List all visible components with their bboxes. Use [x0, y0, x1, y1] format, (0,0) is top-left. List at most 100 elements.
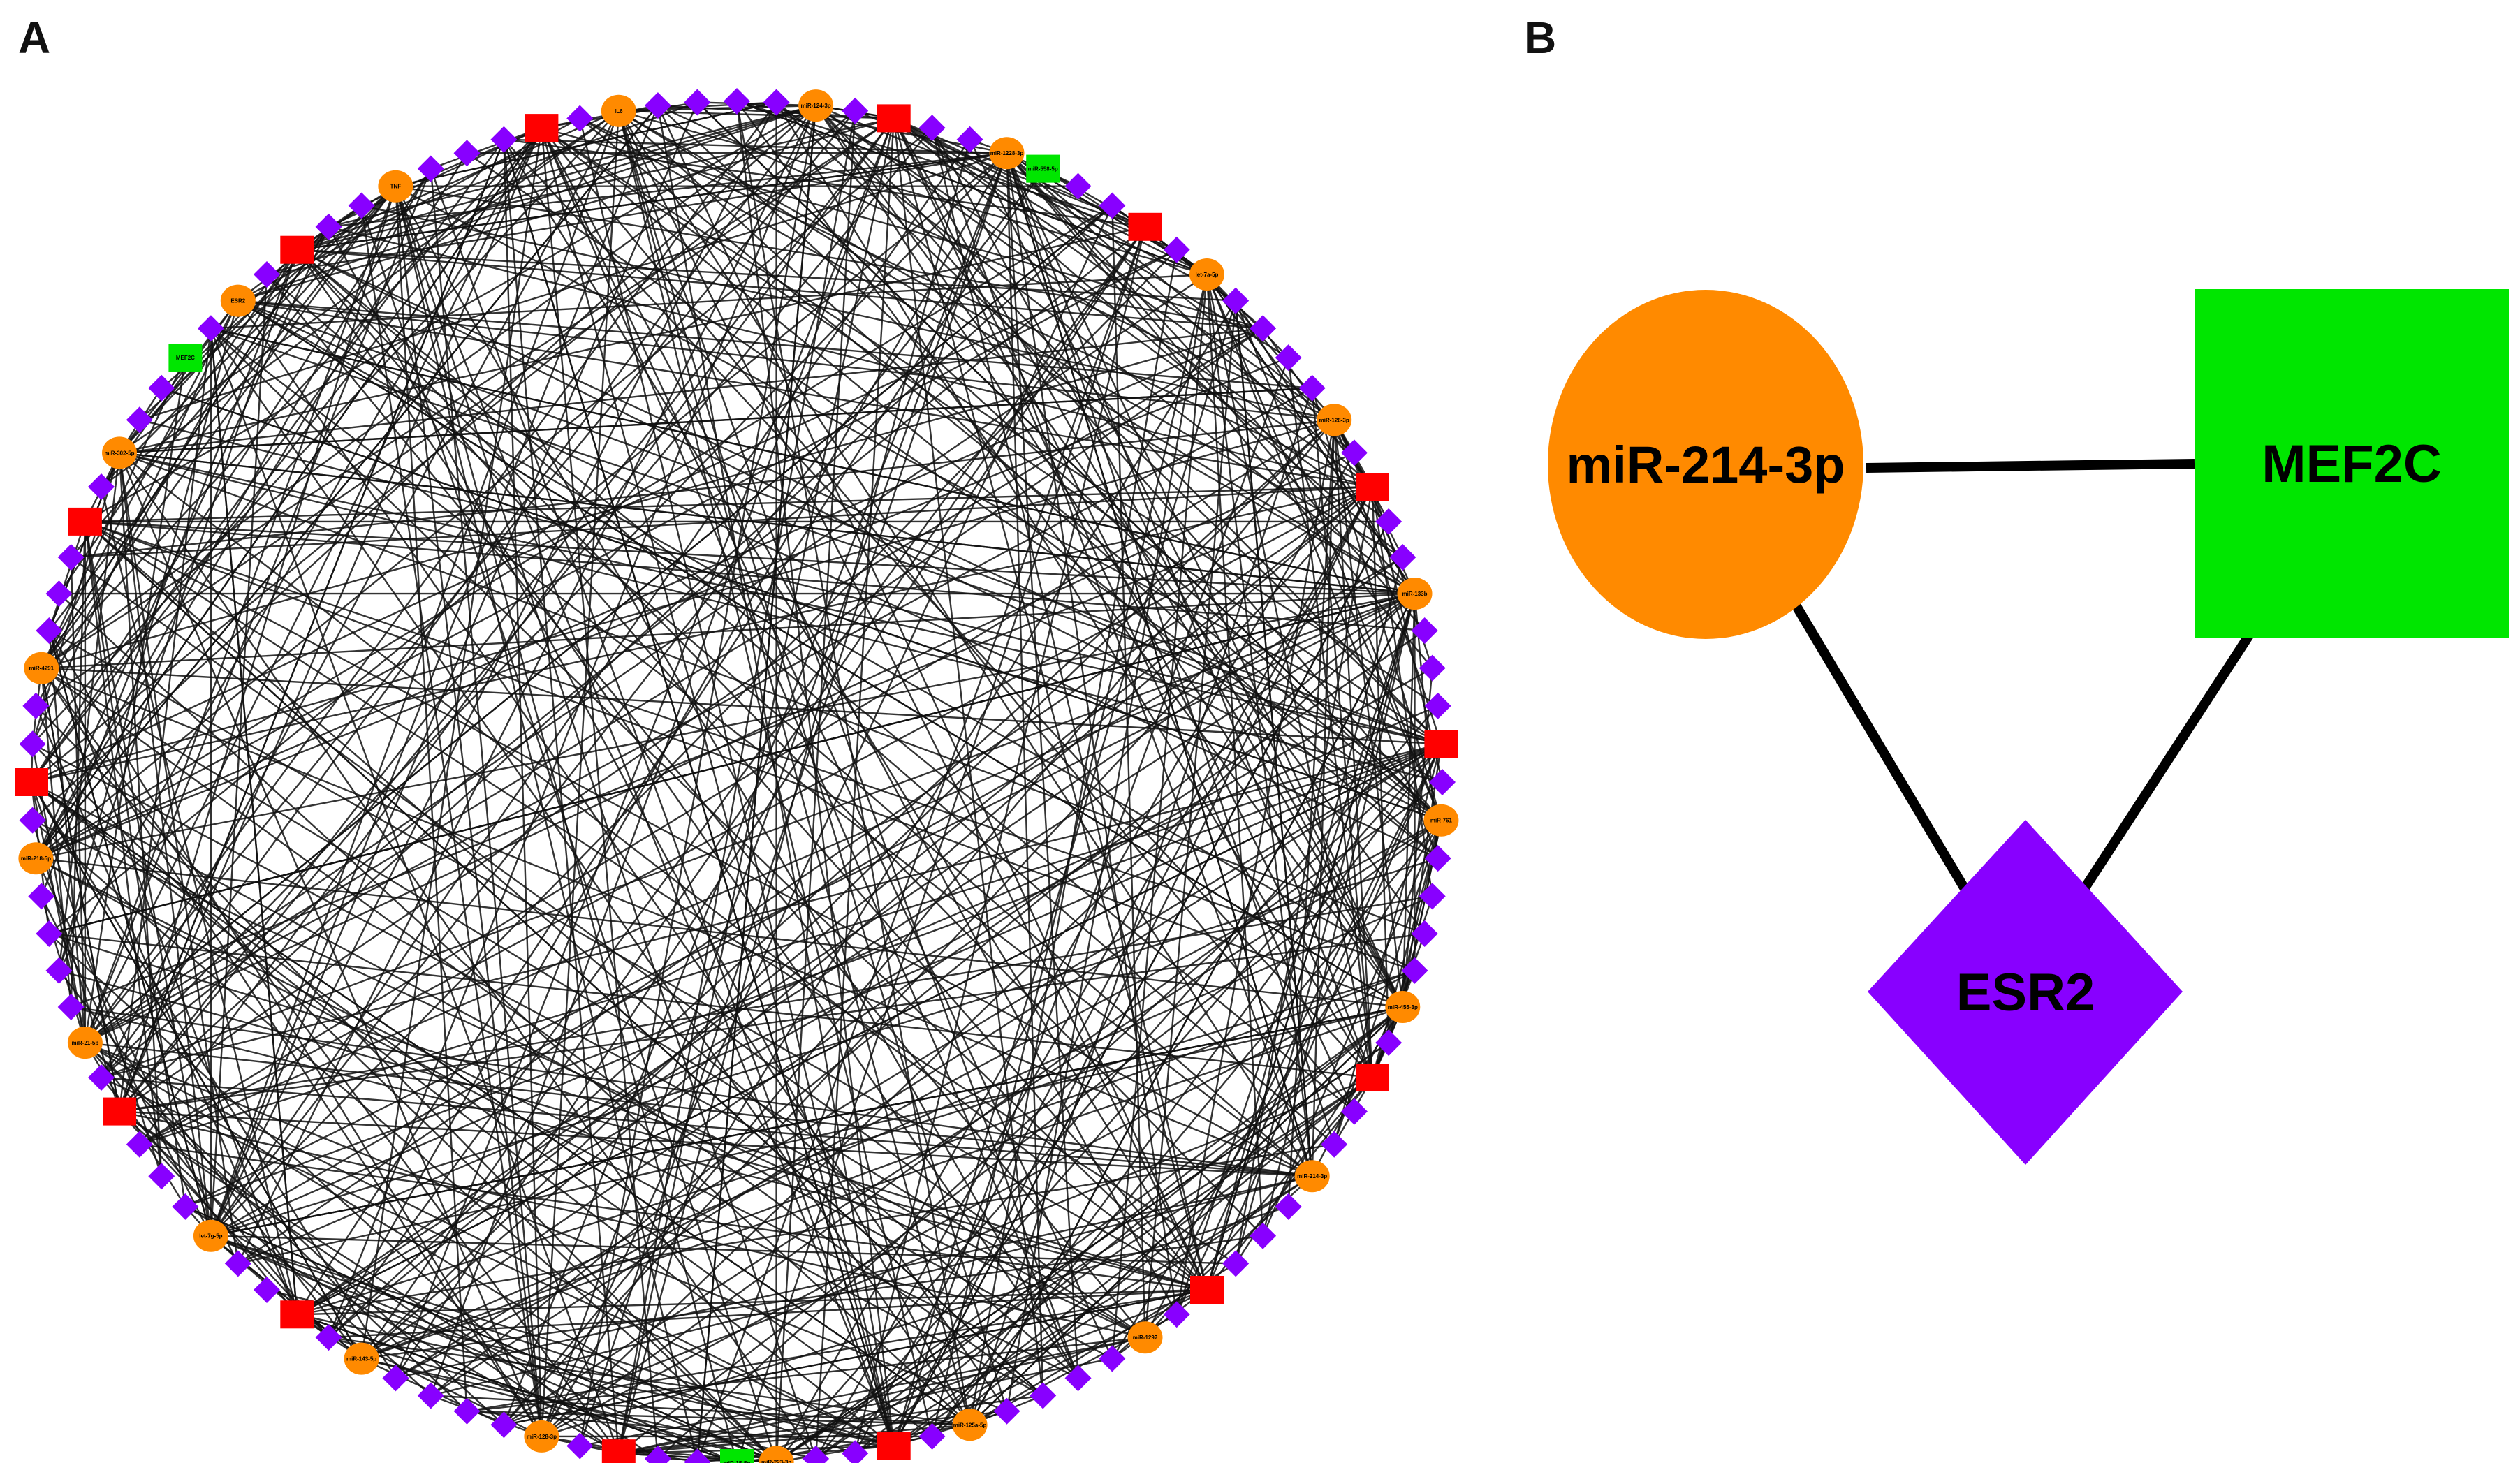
- network-edge: [1235, 1006, 1404, 1265]
- network-edge: [41, 667, 1313, 1177]
- network-edge: [210, 1235, 777, 1463]
- network-edge: [296, 593, 1416, 1316]
- tf-node: [1298, 374, 1326, 402]
- network-edge: [118, 453, 163, 1177]
- network-edge: [237, 743, 1442, 1265]
- network-edge: [617, 110, 1008, 1412]
- upregulated-gene-node: [103, 1097, 136, 1126]
- downregulated-gene-node: [168, 344, 203, 372]
- network-edge: [361, 969, 1415, 1360]
- network-edge: [1333, 420, 1404, 1008]
- tf-node: [1250, 315, 1277, 342]
- tf-node: [88, 1064, 115, 1091]
- network-edge: [31, 819, 777, 1463]
- network-edge: [541, 205, 1113, 1437]
- tf-node: [1340, 1098, 1368, 1125]
- upregulated-gene-node: [1190, 1276, 1224, 1304]
- tf-node: [763, 89, 790, 116]
- network-edge: [119, 452, 1442, 745]
- network-edge: [541, 127, 1442, 745]
- mirna-node: [759, 1446, 794, 1463]
- network-edge: [657, 105, 1208, 1291]
- network-edge: [1006, 153, 1079, 1379]
- network-edge: [579, 117, 1416, 595]
- tf-node: [315, 1324, 342, 1351]
- mirna-node: [1397, 578, 1433, 610]
- network-edge: [70, 557, 1146, 1339]
- tf-node: [197, 315, 224, 342]
- network-edge: [85, 274, 1208, 1044]
- network-edge: [30, 781, 362, 1360]
- mirna-node: [524, 1420, 559, 1453]
- network-edge: [210, 274, 268, 1236]
- upregulated-gene-node: [525, 114, 559, 142]
- network-edge: [237, 300, 1416, 971]
- network-edge: [503, 139, 895, 1446]
- tf-node: [417, 1382, 444, 1409]
- tf-node: [918, 1422, 946, 1450]
- network-edge: [119, 452, 1208, 1291]
- tf-node: [490, 126, 518, 153]
- network-edge: [237, 105, 817, 1264]
- network-edge: [210, 1235, 1236, 1265]
- network-edge: [503, 138, 1373, 1078]
- network-edge: [296, 110, 620, 251]
- network-node-label: miR-223-3p: [761, 1460, 791, 1463]
- network-edge: [1006, 152, 1433, 669]
- network-edge: [815, 743, 1442, 1460]
- network-node-label: let-7a-5p: [1196, 272, 1219, 278]
- tf-node: [1222, 1250, 1250, 1277]
- network-edge: [84, 186, 397, 1043]
- network-edge: [815, 105, 1426, 934]
- network-edge: [41, 249, 298, 897]
- node-mirna-shape: [1548, 290, 1863, 639]
- network-edge: [580, 1337, 1145, 1447]
- network-edge: [775, 452, 1356, 1463]
- network-diagram-a: miR-124-3pmiR-1228-3pmiR-558-5plet-7a-5p…: [15, 88, 1459, 1463]
- network-edge: [328, 152, 1008, 1338]
- network-edge: [32, 819, 1146, 1339]
- subnetwork-nodes: miR-214-3p MEF2C ESR2: [1548, 289, 2509, 1165]
- edge-mirna-mef2c: [1866, 459, 2195, 473]
- network-edge: [48, 629, 1208, 1291]
- network-edge: [618, 110, 1208, 276]
- network-edge: [71, 419, 1335, 559]
- network-edge: [1006, 152, 1426, 631]
- network-edge: [119, 895, 1433, 1112]
- mirna-node: [193, 1219, 228, 1252]
- network-edge: [31, 300, 239, 744]
- mirna-node: [67, 1027, 103, 1059]
- network-edge: [48, 521, 87, 631]
- network-edge: [31, 781, 971, 1426]
- upregulated-gene-node: [877, 1432, 911, 1460]
- tf-node: [253, 260, 280, 288]
- network-edge: [1206, 274, 1442, 821]
- tf-node: [1419, 883, 1446, 910]
- network-edge: [297, 1314, 894, 1447]
- network-edge: [430, 1395, 542, 1438]
- network-edge: [85, 205, 1113, 1044]
- network-node-label: miR-4291: [29, 666, 54, 672]
- network-edge: [360, 486, 1373, 1360]
- mirna-node: [220, 284, 256, 317]
- tf-node: [1099, 192, 1126, 219]
- network-edge: [237, 300, 1403, 1008]
- network-edge: [297, 249, 1263, 330]
- network-edge: [618, 1410, 1007, 1455]
- network-edge: [237, 300, 1442, 745]
- network-node-label: TNF: [390, 184, 402, 190]
- tf-node: [1163, 236, 1190, 263]
- network-edge: [41, 895, 212, 1237]
- tf-node: [382, 1365, 409, 1392]
- downregulated-gene-node: [1026, 154, 1060, 183]
- network-edge: [618, 110, 1416, 595]
- network-edge: [361, 1235, 1263, 1360]
- network-edge: [296, 667, 1433, 1316]
- network-edge: [1206, 274, 1289, 358]
- node-esr2-label: ESR2: [1956, 963, 2095, 1022]
- mirna-node: [102, 436, 137, 469]
- tf-node: [45, 957, 73, 984]
- network-edge: [296, 249, 1079, 1379]
- network-edge: [101, 185, 397, 487]
